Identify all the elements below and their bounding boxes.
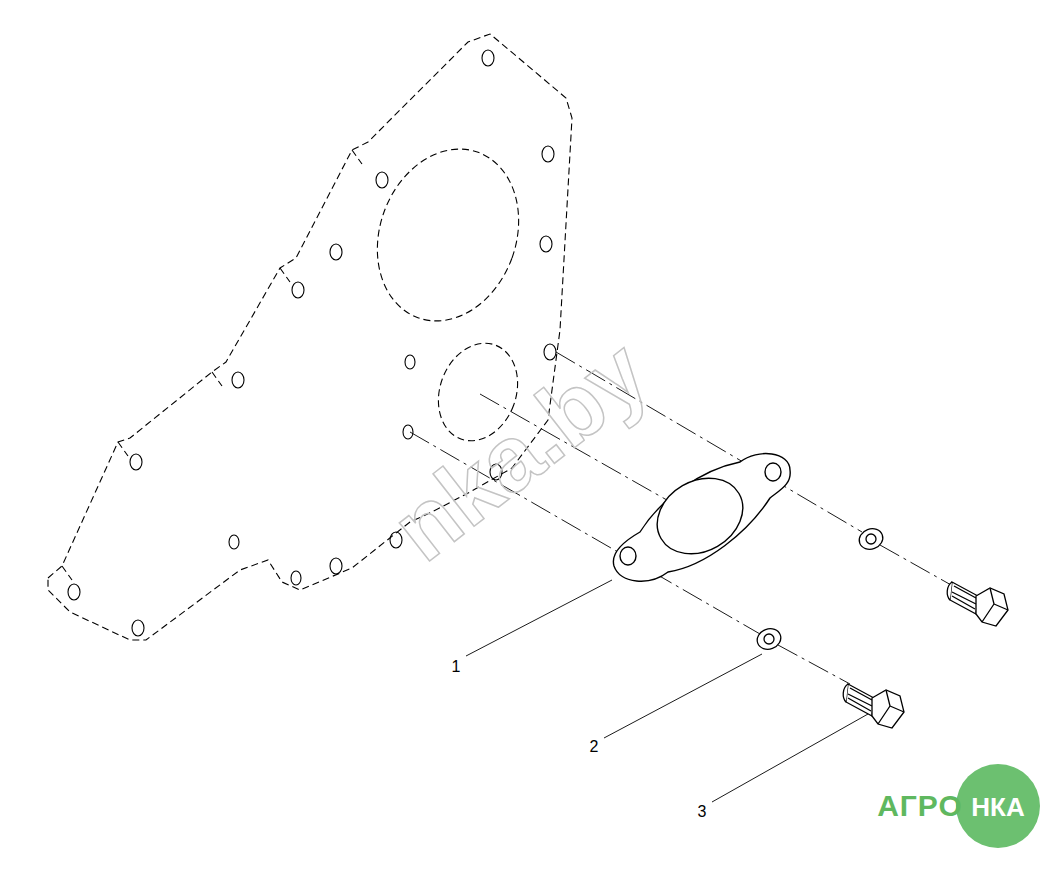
- plate-bore: [354, 129, 542, 341]
- callout-number: 1: [452, 659, 461, 675]
- plate-edge: [62, 150, 362, 580]
- washer: [754, 525, 885, 652]
- leader-lines: [466, 580, 868, 802]
- callout-number: 3: [698, 804, 707, 820]
- timing-plate: [48, 34, 572, 640]
- logo-text: АГРО: [877, 791, 963, 821]
- callout-number: 2: [590, 739, 599, 755]
- watermark: nka.by: [377, 324, 663, 576]
- gasket: [613, 454, 790, 582]
- bolt: [843, 582, 1008, 728]
- bolt-holes: [68, 50, 556, 636]
- logo-circle: [956, 764, 1040, 848]
- logo-text: НКА: [971, 794, 1024, 820]
